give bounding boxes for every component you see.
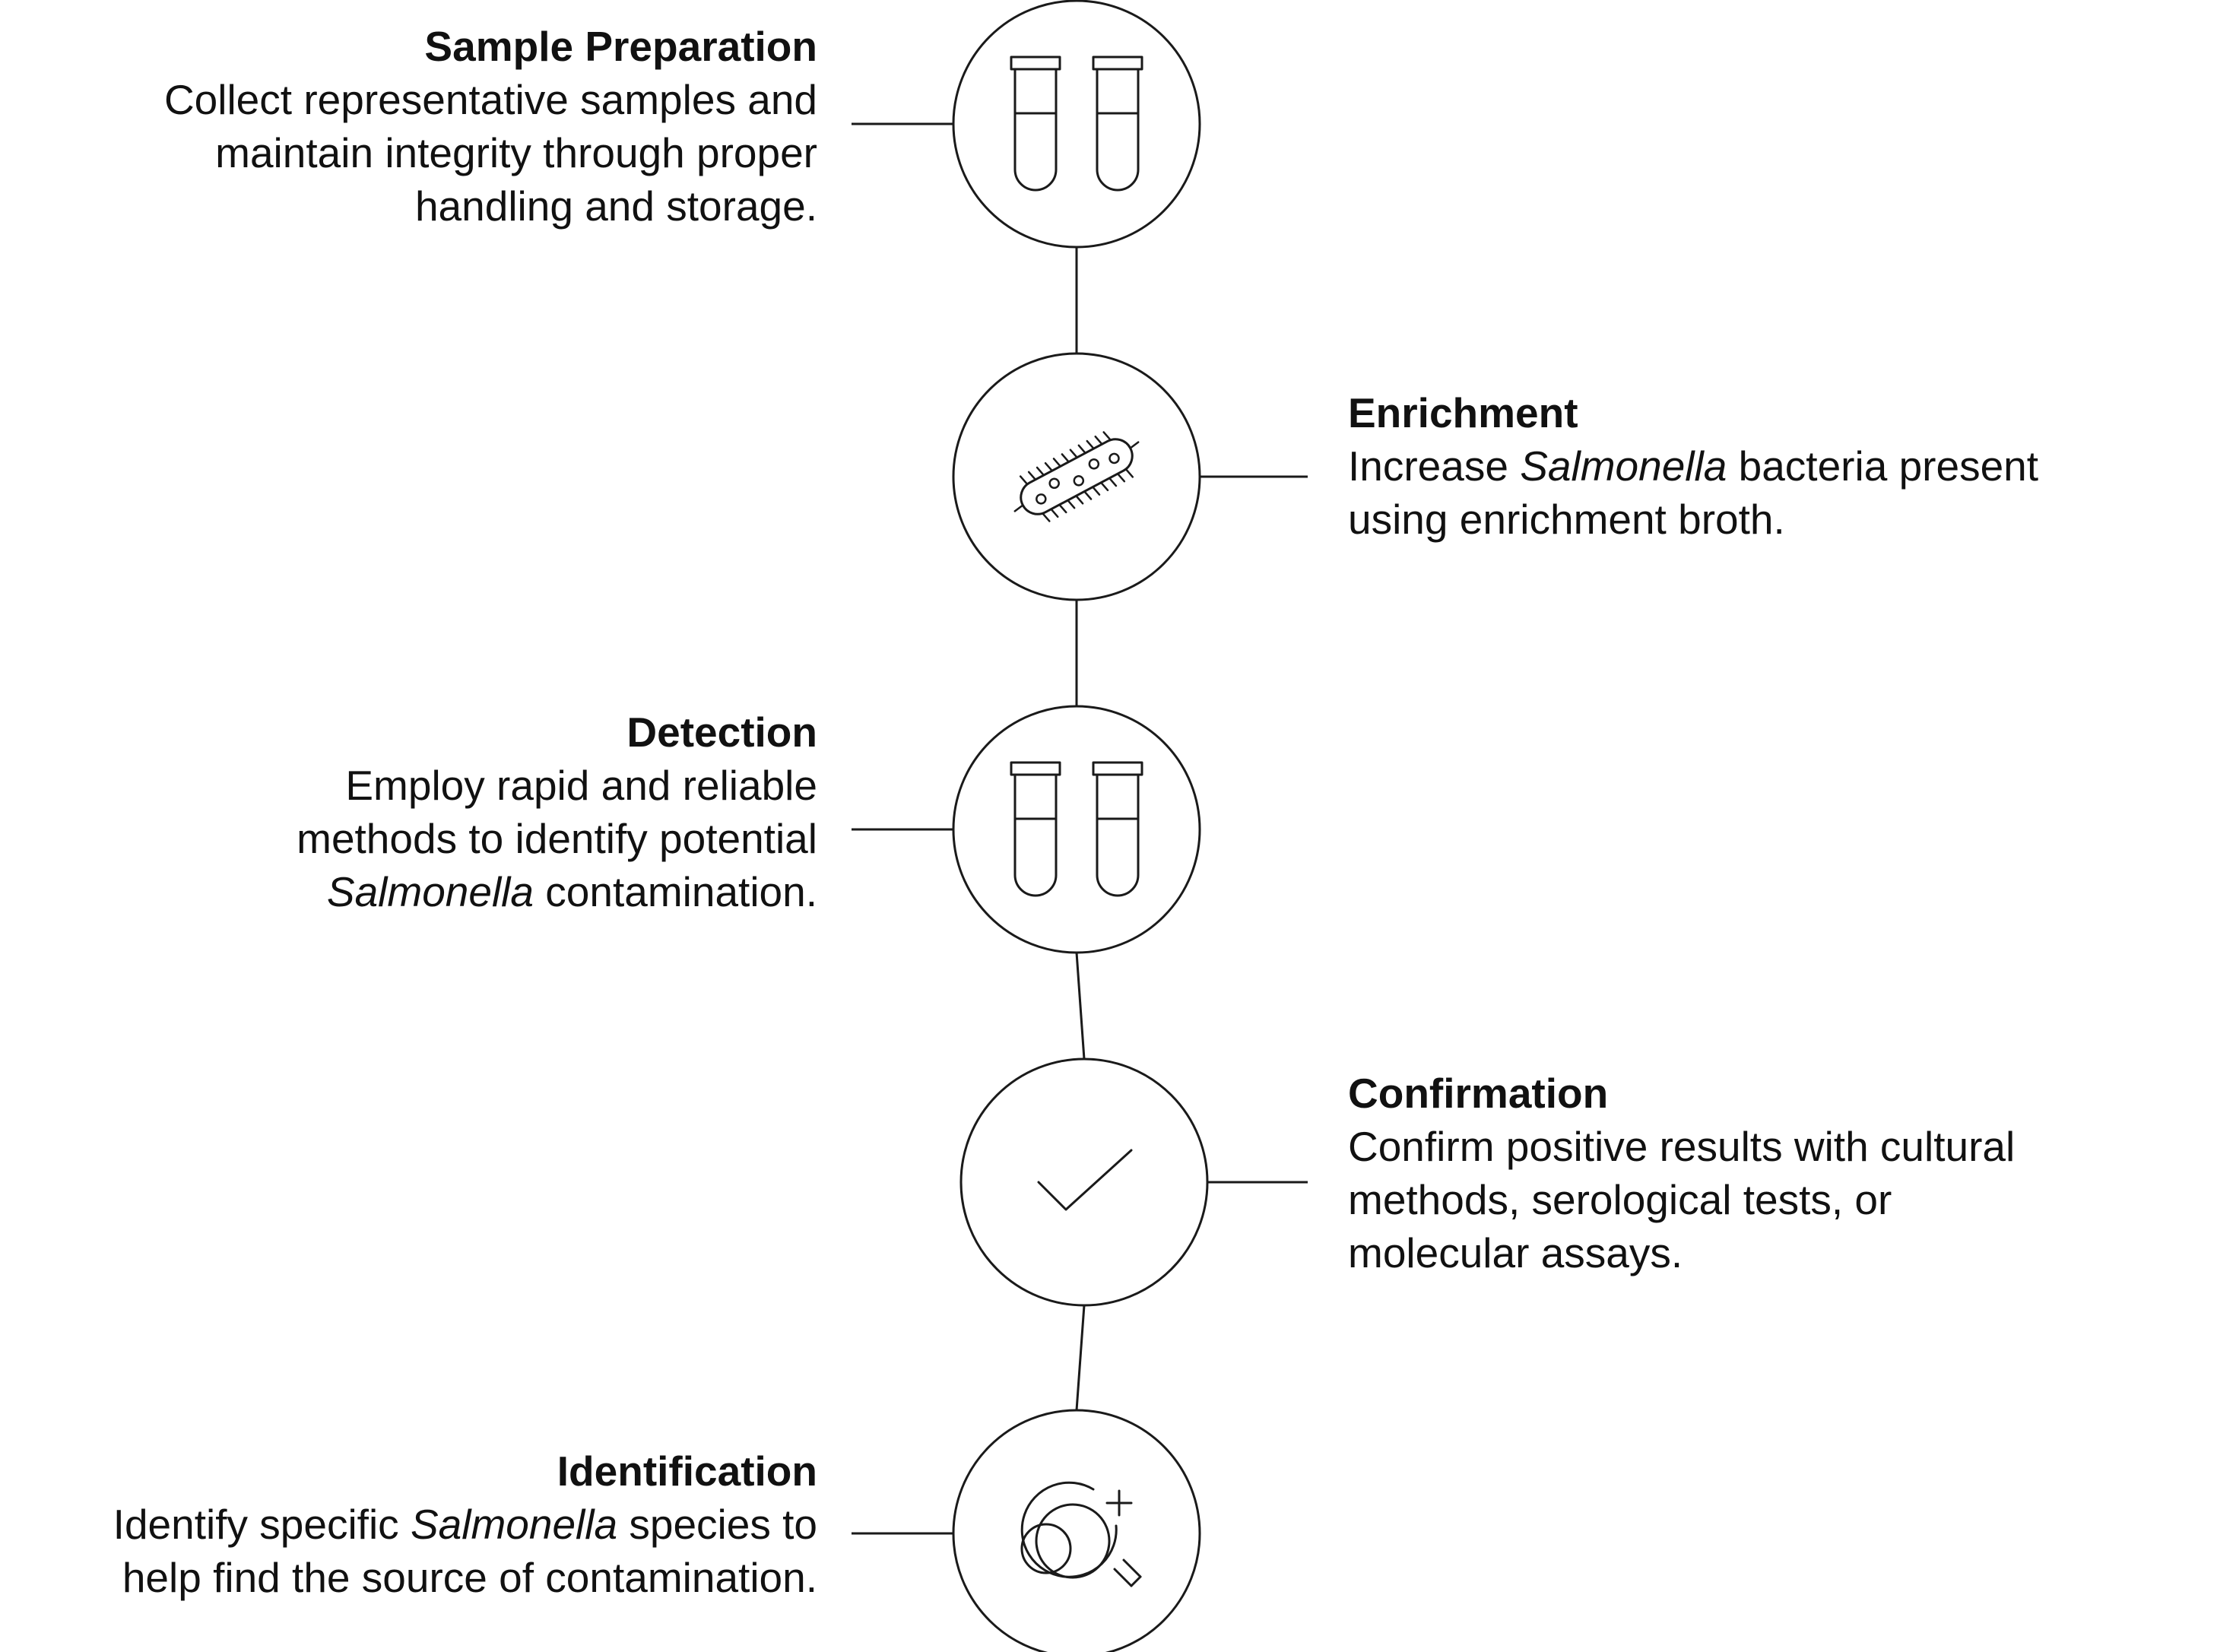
tube-cap xyxy=(1010,55,1061,71)
step-description-line: Confirm positive results with cultural xyxy=(1348,1123,2016,1170)
test-tubes-icon xyxy=(1010,761,1143,897)
step-description-line: using enrichment broth. xyxy=(1348,496,1785,543)
step-node-identification xyxy=(852,1409,1201,1652)
italic-species-name: Salmonella xyxy=(1520,442,1727,490)
flagellum xyxy=(1083,490,1093,500)
flagellum xyxy=(1058,503,1067,514)
flagellum xyxy=(1092,486,1101,496)
magnifier-cells-icon xyxy=(1020,1481,1142,1587)
magnifier-handle-right xyxy=(1122,1558,1142,1578)
step-title: Enrichment xyxy=(1348,389,1578,436)
bacterium-icon xyxy=(1013,431,1140,522)
test-tubes-icon xyxy=(1010,55,1143,192)
italic-species-name: Salmonella xyxy=(410,1501,618,1548)
magnifier-lens xyxy=(1020,1481,1118,1578)
flagellum xyxy=(1042,512,1051,522)
flagellum xyxy=(1036,466,1045,477)
tube-body xyxy=(1096,68,1140,192)
vertical-connector xyxy=(1075,952,1086,1060)
step-description-line: Collect representative samples and xyxy=(163,76,817,123)
tube-body xyxy=(1013,773,1058,897)
flagellum xyxy=(1102,431,1112,441)
step-description-line: Employ rapid and reliable xyxy=(345,762,817,809)
flagellum xyxy=(1077,444,1086,455)
tube-cap xyxy=(1092,55,1143,71)
step-node-enrichment xyxy=(952,352,1308,601)
step-title: Detection xyxy=(626,709,817,756)
step-description-line: methods to identify potential xyxy=(297,815,817,862)
flagellum xyxy=(1013,504,1024,512)
bacterium-granule xyxy=(1036,493,1047,505)
bacterium-shape xyxy=(1013,431,1140,522)
step-description-line: methods, serological tests, or xyxy=(1348,1176,1892,1223)
flagellum xyxy=(1069,449,1078,459)
step-circle xyxy=(959,1057,1209,1307)
flagellum xyxy=(1124,468,1134,478)
flagellum xyxy=(1019,475,1029,485)
step-node-confirmation xyxy=(959,1057,1308,1307)
magnifier-handle-end xyxy=(1130,1575,1142,1587)
step-title: Confirmation xyxy=(1348,1070,1609,1117)
flagellum xyxy=(1044,461,1054,472)
step-title: Sample Preparation xyxy=(424,23,817,70)
bacterium-granule xyxy=(1073,475,1085,487)
flagellum xyxy=(1108,477,1118,487)
step-node-sample-preparation xyxy=(852,0,1201,249)
step-description-line: Increase Salmonella bacteria present xyxy=(1348,442,2039,490)
step-description-line: help find the source of contamination. xyxy=(122,1554,817,1601)
cell-small xyxy=(1020,1523,1072,1574)
step-description-line: Identify specific Salmonella species to xyxy=(113,1501,817,1548)
step-circle xyxy=(952,0,1201,249)
flagellum xyxy=(1050,508,1059,518)
step-circle xyxy=(952,705,1201,954)
magnifier-handle-left xyxy=(1113,1568,1133,1587)
flagellum xyxy=(1094,435,1103,446)
flagellum xyxy=(1099,481,1109,492)
check-stroke xyxy=(1037,1149,1133,1211)
tube-body xyxy=(1013,68,1058,192)
vertical-connector xyxy=(1075,1305,1086,1411)
bacterium-granule xyxy=(1088,458,1100,470)
checkmark-icon xyxy=(1037,1149,1133,1211)
step-description-line: molecular assays. xyxy=(1348,1229,1683,1276)
step-circle xyxy=(952,1409,1201,1652)
step-description-line: handling and storage. xyxy=(414,182,817,230)
tube-cap xyxy=(1010,761,1061,776)
flagellum xyxy=(1052,458,1061,468)
flagellum xyxy=(1067,499,1076,509)
step-description-line: maintain integrity through proper xyxy=(215,129,817,176)
flagellum xyxy=(1129,441,1140,449)
bacterium-granule xyxy=(1108,452,1120,465)
step-description-line: Salmonella contamination. xyxy=(326,868,817,915)
flagellum xyxy=(1075,494,1084,505)
flagellum xyxy=(1061,453,1070,463)
tube-cap xyxy=(1092,761,1143,776)
bacterium-granule xyxy=(1048,477,1060,490)
italic-species-name: Salmonella xyxy=(326,868,534,915)
flagellum xyxy=(1116,472,1126,483)
step-title: Identification xyxy=(557,1447,817,1495)
step-node-detection xyxy=(852,705,1201,954)
flagellum xyxy=(1086,439,1095,450)
flagellum xyxy=(1027,471,1037,481)
tube-body xyxy=(1096,773,1140,897)
